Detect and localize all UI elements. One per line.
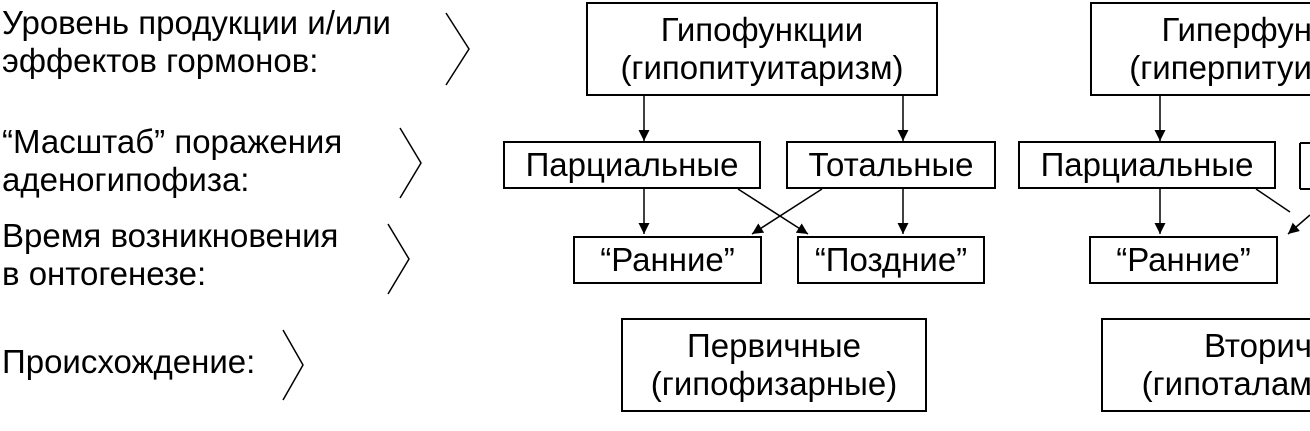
box-total-left: Тотальные <box>786 141 996 189</box>
row-label-hormone-level: Уровень продукции и/или эффектов гормоно… <box>2 4 391 79</box>
box-primary: Первичные (гипофизарные) <box>621 318 927 412</box>
box-primary-label: Первичные (гипофизарные) <box>650 327 898 402</box>
box-early-right-label: “Ранние” <box>1116 241 1251 278</box>
chevron-icon <box>445 12 470 86</box>
box-partial-left: Парциальные <box>503 141 761 189</box>
row-label-onset-time: Время возникновения в онтогенезе: <box>2 217 339 292</box>
chevron-icon <box>282 329 304 401</box>
arrow-partial-to-late <box>737 188 809 235</box>
box-secondary: Вторич (гипоталам <box>1101 318 1310 412</box>
box-total-left-label: Тотальные <box>808 146 974 183</box>
box-late-left-label: “Поздние” <box>814 241 968 278</box>
chevron-icon <box>399 127 422 199</box>
box-early-left: “Ранние” <box>573 236 762 284</box>
box-hyperfunction-label: Гиперфун (гиперпитуи <box>1129 11 1310 86</box>
box-late-left: “Поздние” <box>797 236 985 284</box>
box-hypofunction-label: Гипофункции (гипопитуитаризм) <box>620 11 904 86</box>
row-label-origin: Происхождение: <box>2 343 256 380</box>
box-early-right: “Ранние” <box>1089 236 1278 284</box>
box-hyperfunction: Гиперфун (гиперпитуи <box>1090 2 1310 96</box>
cross-line-right <box>1255 188 1291 213</box>
box-hypofunction: Гипофункции (гипопитуитаризм) <box>586 2 938 96</box>
chevron-icon <box>387 223 410 295</box>
arrow-total-to-early <box>751 188 823 235</box>
box-partial-right: Парциальные <box>1018 141 1276 189</box>
box-secondary-label: Вторич (гипоталам <box>1141 327 1310 402</box>
box-early-left-label: “Ранние” <box>600 241 735 278</box>
row-label-lesion-scale: “Масштаб” поражения аденогипофиза: <box>2 123 343 198</box>
box-partial-right-label: Парциальные <box>1040 146 1254 183</box>
box-partial-left-label: Парциальные <box>525 146 739 183</box>
arrow-to-early-right <box>1287 214 1310 235</box>
